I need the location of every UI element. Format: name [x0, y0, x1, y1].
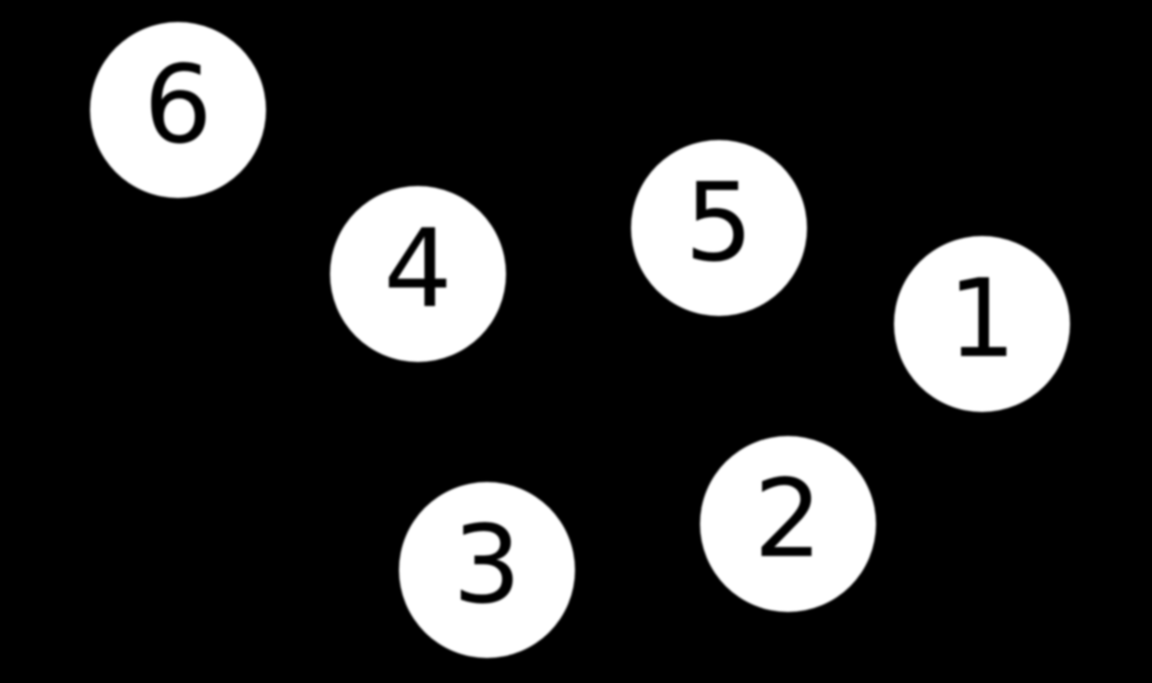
graph-node-6: 6: [90, 22, 266, 198]
graph-node-5: 5: [631, 140, 807, 316]
graph-node-1: 1: [894, 236, 1070, 412]
node-label-4: 4: [383, 207, 453, 332]
node-label-1: 1: [947, 257, 1017, 382]
graph-node-4: 4: [330, 186, 506, 362]
node-label-2: 2: [753, 457, 823, 582]
node-label-6: 6: [143, 43, 213, 168]
node-label-3: 3: [452, 503, 522, 628]
graph-node-2: 2: [700, 436, 876, 612]
graph-node-3: 3: [399, 482, 575, 658]
node-label-5: 5: [684, 161, 754, 286]
